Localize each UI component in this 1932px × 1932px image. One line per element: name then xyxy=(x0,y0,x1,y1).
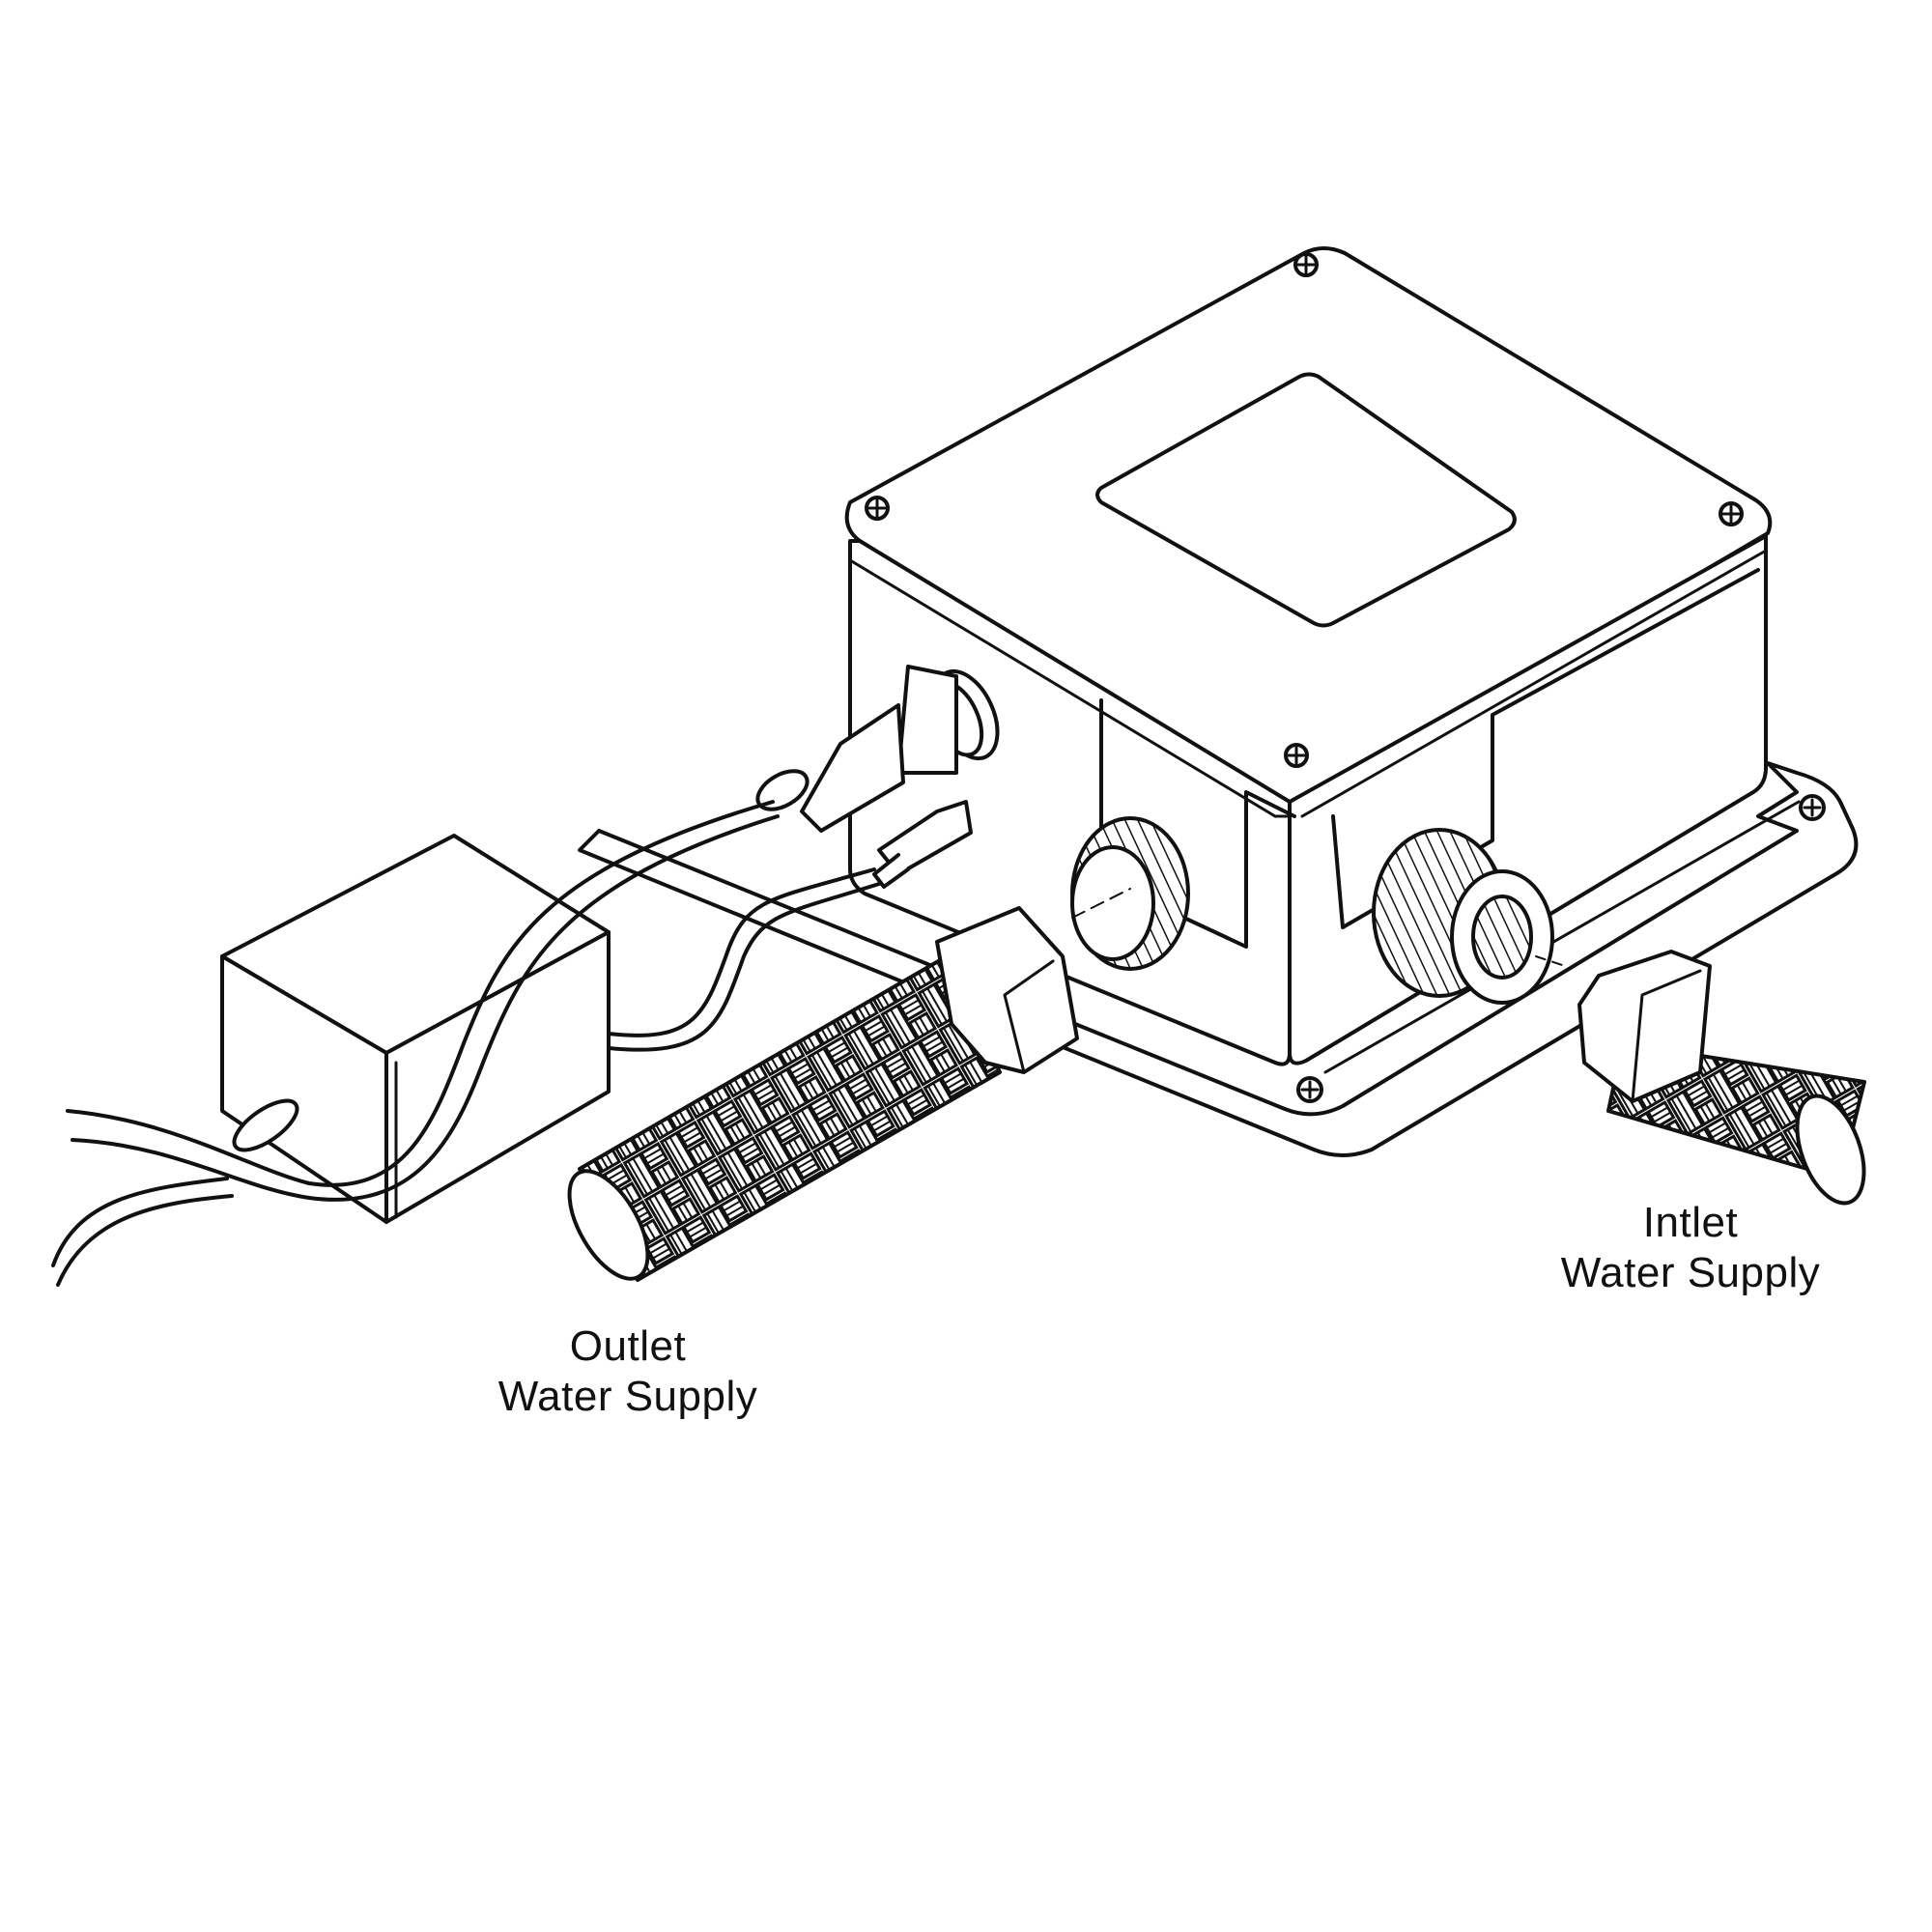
power-cable xyxy=(51,800,780,1287)
screw-icon xyxy=(1799,794,1826,821)
outlet-water-supply-label: Outlet Water Supply xyxy=(454,1321,802,1422)
inlet-label-line1: Intlet xyxy=(1642,1199,1739,1246)
screw-icon xyxy=(1293,252,1319,277)
outlet-label-line2: Water Supply xyxy=(497,1373,758,1420)
power-adapter xyxy=(220,834,611,1224)
outlet-label-line1: Outlet xyxy=(569,1322,687,1370)
inlet-label-line2: Water Supply xyxy=(1560,1249,1821,1296)
screw-icon xyxy=(1719,501,1744,526)
inlet-braided-hose xyxy=(1577,950,1866,1206)
screw-icon xyxy=(865,496,890,521)
screw-icon xyxy=(1284,743,1309,768)
sensor-connector xyxy=(872,800,973,889)
outlet-port xyxy=(1070,816,1190,971)
outlet-braided-hose xyxy=(567,906,1079,1282)
sensor-cable xyxy=(607,867,881,1052)
base-plate xyxy=(578,761,1859,1157)
inlet-port xyxy=(1372,828,1566,1005)
inlet-water-supply-label: Intlet Water Supply xyxy=(1507,1198,1874,1298)
cable-gland xyxy=(755,665,1000,833)
screw-icon xyxy=(1296,1076,1323,1103)
